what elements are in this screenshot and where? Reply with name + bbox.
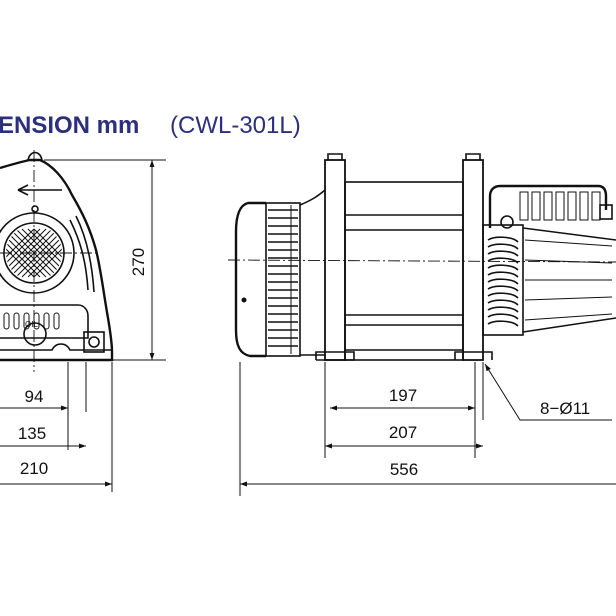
d197-value: 197	[389, 386, 417, 405]
foot-block	[83, 331, 105, 353]
drum-frame	[344, 181, 464, 361]
cooling-fins	[268, 205, 298, 354]
holes-value: 8−Ø11	[540, 399, 590, 418]
rotation-arrow-icon	[17, 184, 62, 196]
oil-label: OIL	[25, 320, 38, 329]
screw-icon	[31, 205, 39, 213]
bolt-hole-icon	[88, 336, 100, 348]
terminal-box	[488, 184, 608, 228]
dim-210: 210	[0, 459, 112, 487]
vent-dot-icon	[241, 297, 247, 303]
box-cap	[599, 204, 613, 220]
height-value: 270	[129, 248, 148, 276]
dim-height: 270	[44, 159, 166, 361]
dim-holes: 8−Ø11	[484, 363, 612, 421]
d135-value: 135	[18, 424, 46, 443]
lower-box	[0, 304, 89, 339]
terminal-box-ribs	[519, 191, 601, 221]
motor-taper	[522, 227, 616, 333]
d210-value: 210	[20, 459, 48, 478]
motor-coil	[487, 236, 519, 327]
vent-slots	[3, 312, 60, 330]
fin-block	[265, 202, 301, 357]
front-view: OIL	[0, 150, 114, 372]
left-flange	[324, 159, 346, 361]
motor-flange	[482, 224, 524, 336]
drawing-title: ENSION mm	[0, 112, 139, 139]
housing-outline	[0, 158, 114, 362]
dim-94: 94	[0, 387, 68, 411]
d94-value: 94	[25, 387, 44, 406]
drum-shoulder	[299, 189, 326, 356]
d207-value: 207	[389, 423, 417, 442]
dim-556: 556	[240, 460, 616, 487]
dim-197: 197	[330, 386, 475, 411]
cable-gland-icon	[500, 215, 514, 229]
side-view	[227, 153, 616, 361]
right-flange	[462, 159, 484, 361]
model-number: (CWL-301L)	[170, 112, 301, 139]
side-feet	[315, 351, 493, 361]
dim-207: 207	[325, 423, 483, 449]
motor-fins	[524, 239, 613, 321]
top-hook	[27, 151, 43, 161]
end-cover	[234, 201, 266, 358]
side-rib	[69, 215, 95, 293]
dim-135: 135	[0, 424, 86, 449]
flange-tabs	[327, 153, 481, 160]
d556-value: 556	[390, 460, 418, 479]
side-centerline	[227, 259, 616, 263]
oil-plug-icon	[23, 322, 47, 346]
base-line	[0, 343, 112, 351]
